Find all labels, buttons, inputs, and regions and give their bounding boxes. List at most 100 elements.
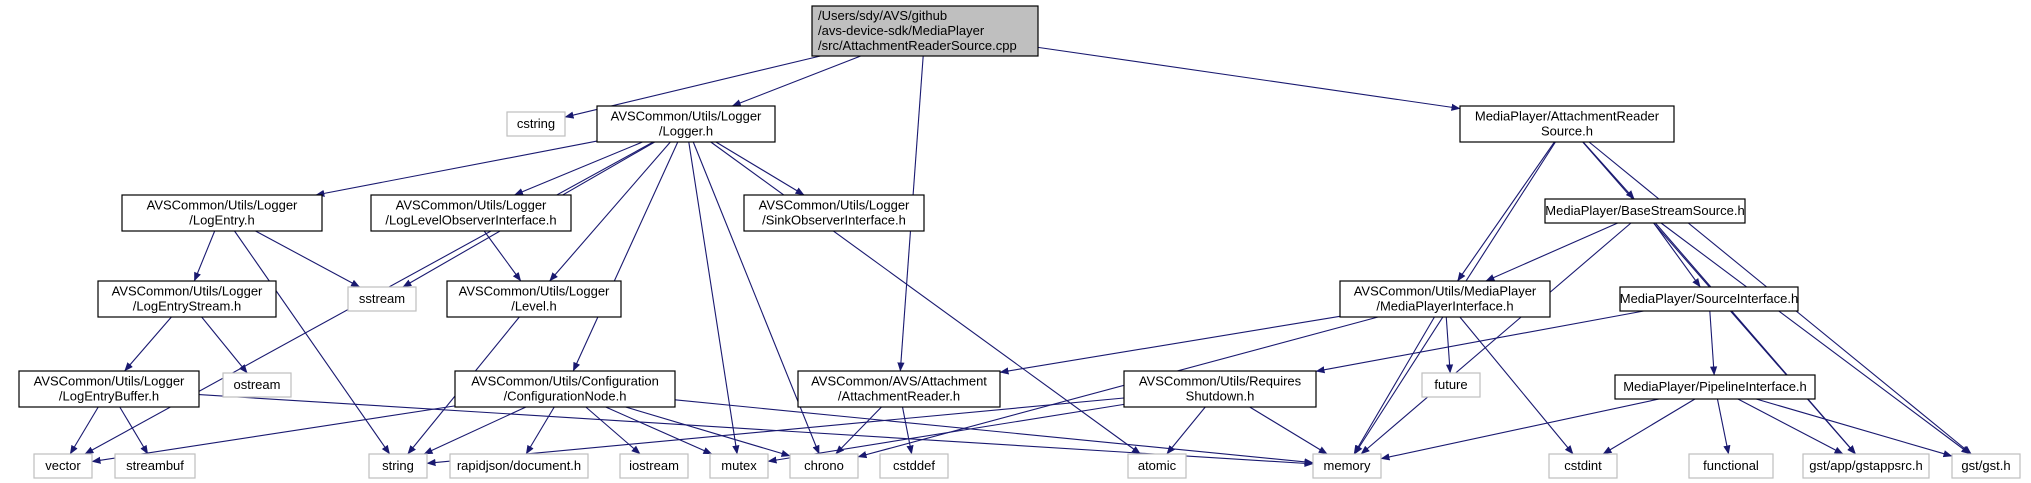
node-label: future [1434, 377, 1467, 392]
edge-root-to-arsource [1037, 46, 1461, 111]
edge-loglevelobs-to-level [483, 230, 522, 282]
node-box [789, 453, 859, 479]
node-label: ostream [234, 377, 281, 392]
node-label: AVSCommon/Utils/Requires [1139, 374, 1302, 389]
node-loglevelobs[interactable]: AVSCommon/Utils/Logger/LogLevelObserverI… [370, 194, 572, 232]
node-label: /src/AttachmentReaderSource.cpp [818, 38, 1017, 53]
edge-logger-to-level [549, 141, 671, 282]
node-sinkobs[interactable]: AVSCommon/Utils/Logger/SinkObserverInter… [743, 194, 925, 232]
node-label: /LogEntryBuffer.h [59, 389, 159, 404]
node-label: /LogEntry.h [189, 213, 255, 228]
node-label: chrono [804, 458, 844, 473]
node-box [1421, 372, 1481, 398]
node-label: rapidjson/document.h [457, 458, 581, 473]
node-label: /Level.h [511, 299, 557, 314]
node-label: /Logger.h [659, 124, 713, 139]
node-label: AVSCommon/Utils/Logger [459, 284, 610, 299]
edge-logger-to-logentry [315, 140, 598, 197]
node-srciface[interactable]: MediaPlayer/SourceInterface.h [1619, 286, 1799, 312]
node-box [97, 280, 277, 318]
edge-confnode-to-iostream [585, 406, 641, 455]
node-bss[interactable]: MediaPlayer/BaseStreamSource.h [1544, 198, 1746, 224]
edge-bss-to-gst [1660, 222, 1971, 455]
node-box [114, 453, 196, 479]
edge-mpi-to-cstdint [1459, 316, 1574, 455]
edge-confnode-to-memory [674, 399, 1314, 466]
node-label: AVSCommon/AVS/Attachment [811, 374, 987, 389]
node-label: cstddef [893, 458, 935, 473]
edge-confnode-to-string [423, 406, 527, 455]
node-box [1688, 453, 1774, 479]
node-label: /SinkObserverInterface.h [762, 213, 906, 228]
edge-reqshutdown-to-mutex [767, 403, 1125, 464]
node-label: AVSCommon/Utils/MediaPlayer [1354, 284, 1537, 299]
node-cstring: cstring [506, 111, 566, 137]
node-logentrybuffer[interactable]: AVSCommon/Utils/Logger/LogEntryBuffer.h [18, 370, 200, 408]
node-label: /avs-device-sdk/MediaPlayer [818, 23, 985, 38]
edge-bss-to-gstappsrc [1654, 222, 1857, 455]
node-box [811, 5, 1039, 57]
node-box [1619, 286, 1799, 312]
edge-confnode-to-rapidjson [525, 406, 555, 455]
edge-pipeline-to-gst [1756, 398, 1953, 458]
edge-mpi-to-attreader [999, 315, 1341, 375]
node-box [1951, 453, 2021, 479]
edges-layer [69, 46, 1972, 467]
edge-logentry-to-logentrystream [193, 230, 216, 282]
node-cstddef: cstddef [879, 453, 949, 479]
edge-pipeline-to-memory [1380, 398, 1660, 461]
node-label: AVSCommon/Utils/Configuration [471, 374, 659, 389]
edge-attreader-to-cstddef [901, 406, 914, 455]
node-root: /Users/sdy/AVS/github/avs-device-sdk/Med… [811, 5, 1039, 57]
node-label: memory [1324, 458, 1371, 473]
node-box [879, 453, 949, 479]
node-logger[interactable]: AVSCommon/Utils/Logger/Logger.h [596, 105, 776, 143]
edge-confnode-to-mutex [605, 406, 713, 455]
node-label: AVSCommon/Utils/Logger [112, 284, 263, 299]
node-mpi[interactable]: AVSCommon/Utils/MediaPlayer/MediaPlayerI… [1339, 280, 1551, 318]
edge-attreader-to-chrono [835, 406, 882, 455]
edge-reqshutdown-to-string [426, 397, 1125, 467]
edge-logentrybuffer-to-vector [69, 406, 99, 455]
edge-logentrybuffer-to-memory [198, 394, 1314, 467]
node-label: vector [45, 458, 81, 473]
node-pipeline[interactable]: MediaPlayer/PipelineInterface.h [1614, 374, 1816, 400]
node-label: AVSCommon/Utils/Logger [34, 374, 185, 389]
edge-mpi-to-memory [1353, 316, 1435, 455]
node-box [1544, 198, 1746, 224]
node-label: string [382, 458, 414, 473]
node-logentry[interactable]: AVSCommon/Utils/Logger/LogEntry.h [121, 194, 323, 232]
node-logentrystream[interactable]: AVSCommon/Utils/Logger/LogEntryStream.h [97, 280, 277, 318]
node-label: gst/app/gstappsrc.h [1809, 458, 1922, 473]
node-label: cstring [517, 116, 555, 131]
node-rapidjson: rapidjson/document.h [449, 453, 589, 479]
node-box [596, 105, 776, 143]
edge-logentrybuffer-to-streambuf [119, 406, 149, 455]
node-box [506, 111, 566, 137]
node-box [743, 194, 925, 232]
edge-logentry-to-sstream [255, 230, 361, 288]
node-sstream: sstream [347, 286, 417, 312]
node-label: atomic [1138, 458, 1177, 473]
node-label: MediaPlayer/SourceInterface.h [1620, 291, 1798, 306]
edge-logentry-to-string [234, 230, 391, 455]
node-arsource[interactable]: MediaPlayer/AttachmentReaderSource.h [1459, 105, 1675, 143]
edge-confnode-to-chrono [625, 406, 791, 457]
node-attreader[interactable]: AVSCommon/AVS/Attachment/AttachmentReade… [797, 370, 1001, 408]
node-label: AVSCommon/Utils/Logger [759, 198, 910, 213]
node-label: Shutdown.h [1186, 389, 1255, 404]
node-box [1614, 374, 1816, 400]
edge-pipeline-to-gstappsrc [1737, 398, 1844, 455]
node-level[interactable]: AVSCommon/Utils/Logger/Level.h [446, 280, 622, 318]
node-box [1548, 453, 1618, 479]
edge-srciface-to-pipeline [1709, 310, 1718, 376]
edge-confnode-to-vector [91, 405, 456, 464]
node-box [449, 453, 589, 479]
node-iostream: iostream [619, 453, 689, 479]
node-label: iostream [629, 458, 679, 473]
node-string: string [368, 453, 428, 479]
node-box [222, 372, 292, 398]
node-confnode[interactable]: AVSCommon/Utils/Configuration/Configurat… [454, 370, 676, 408]
